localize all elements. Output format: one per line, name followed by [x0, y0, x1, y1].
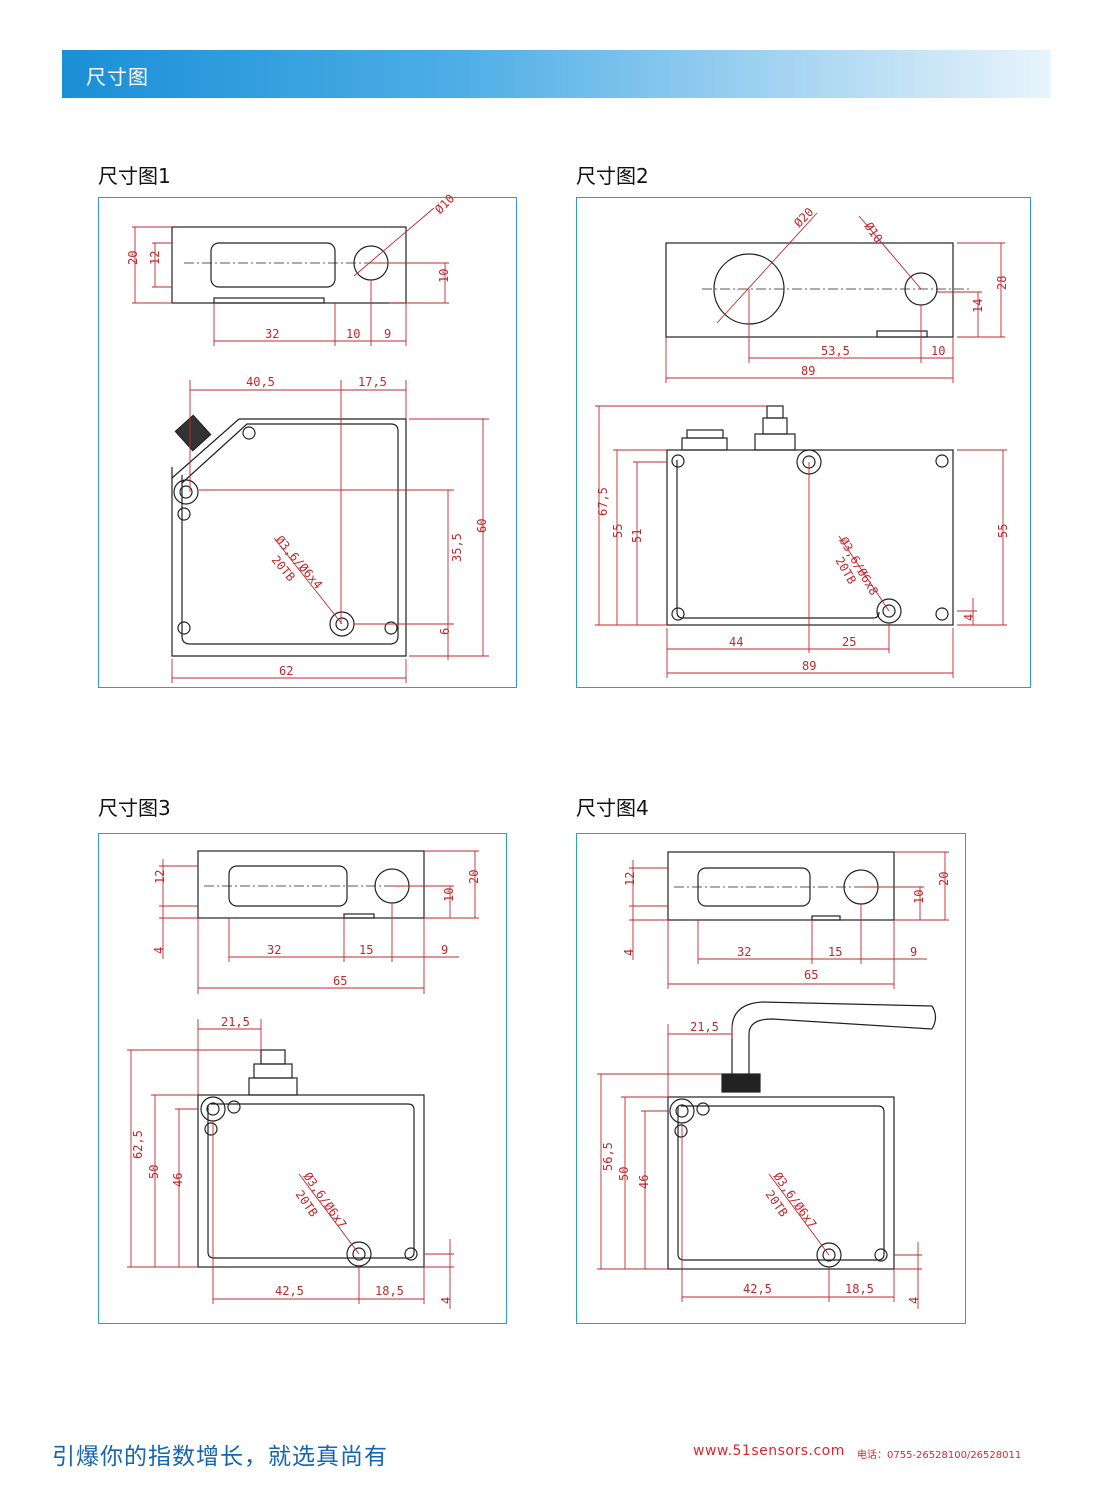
dim-label: 20 — [467, 870, 481, 884]
dim-label: 12 — [623, 872, 637, 886]
dim-label: 20 — [937, 872, 951, 886]
dim-label: 9 — [441, 943, 448, 957]
dim-label: 15 — [828, 945, 842, 959]
panel-4-title: 尺寸图4 — [576, 796, 649, 820]
dimension-drawing-2: Ø20 Ø10 28 14 53,5 10 89 67,5 55 51 55 4… — [595, 205, 1010, 678]
dim-label: 18,5 — [375, 1284, 404, 1298]
dim-label: 4 — [622, 949, 636, 956]
dim-label: 10 — [346, 327, 360, 341]
footer-phone: 电话：0755-26528100/26528011 — [857, 1450, 1022, 1461]
dim-label: 20 — [126, 251, 140, 265]
dim-label: 62 — [279, 664, 293, 678]
dim-label: 50 — [147, 1165, 161, 1179]
dim-label: 4 — [439, 1297, 453, 1304]
panel-1-title: 尺寸图1 — [98, 164, 171, 188]
dim-label: 55 — [611, 524, 625, 538]
dim-label: 46 — [171, 1173, 185, 1187]
panel-1-drawing: Ø10 20 12 10 32 10 9 40,5 17,5 35,5 60 6… — [98, 191, 517, 688]
dim-label: 53,5 — [821, 344, 850, 358]
dim-label: 89 — [802, 659, 816, 673]
section-title: 尺寸图 — [86, 65, 149, 89]
dim-label: 44 — [729, 635, 743, 649]
dim-label: 89 — [801, 364, 815, 378]
dim-label: 10 — [931, 344, 945, 358]
dim-label: 21,5 — [690, 1020, 719, 1034]
dim-label: 56,5 — [601, 1142, 615, 1171]
dim-label: 10 — [437, 269, 451, 283]
dim-label: 32 — [267, 943, 281, 957]
dim-label: Ø20 — [791, 205, 816, 230]
dim-label: 40,5 — [246, 375, 275, 389]
dim-label: 9 — [910, 945, 917, 959]
dim-label: 60 — [475, 519, 489, 533]
dim-label: 65 — [804, 968, 818, 982]
panel-3-drawing: 12 20 10 4 32 15 9 65 21,5 62,5 50 46 42… — [98, 833, 507, 1324]
dim-label: 21,5 — [221, 1015, 250, 1029]
dim-label: 18,5 — [845, 1282, 874, 1296]
dim-label: 10 — [442, 888, 456, 902]
footer-slogan: 引爆你的指数增长，就选真尚有 — [52, 1444, 388, 1470]
panel-2-title: 尺寸图2 — [576, 164, 649, 188]
dim-label: 4 — [907, 1297, 921, 1304]
dim-label: 65 — [333, 974, 347, 988]
panel-3-title: 尺寸图3 — [98, 796, 171, 820]
dim-label: 32 — [737, 945, 751, 959]
dim-label: 9 — [384, 327, 391, 341]
dim-label: 35,5 — [450, 533, 464, 562]
section-header-bar: 尺寸图 — [62, 50, 1051, 98]
dim-label: 67,5 — [596, 487, 610, 516]
dim-label: 62,5 — [131, 1130, 145, 1159]
dim-label: Ø10 — [432, 191, 457, 216]
dim-label: 14 — [971, 299, 985, 313]
dim-label: 4 — [962, 614, 976, 621]
dimension-drawing-4: 12 20 10 4 32 15 9 65 21,5 56,5 50 46 42… — [597, 851, 951, 1309]
panel-4-drawing: 12 20 10 4 32 15 9 65 21,5 56,5 50 46 42… — [576, 833, 966, 1324]
dim-label: 42,5 — [275, 1284, 304, 1298]
dim-label: 32 — [265, 327, 279, 341]
dim-label: 4 — [152, 947, 166, 954]
dim-label: 28 — [995, 276, 1009, 290]
dim-label: 12 — [153, 870, 167, 884]
dim-label: 15 — [359, 943, 373, 957]
dim-label: 25 — [842, 635, 856, 649]
dim-label: 51 — [630, 529, 644, 543]
dim-label: 42,5 — [743, 1282, 772, 1296]
dimension-drawing-3: 12 20 10 4 32 15 9 65 21,5 62,5 50 46 42… — [127, 850, 481, 1309]
dim-label: 17,5 — [358, 375, 387, 389]
panel-2-drawing: Ø20 Ø10 28 14 53,5 10 89 67,5 55 51 55 4… — [576, 197, 1031, 688]
dim-label: 6 — [438, 628, 452, 635]
dim-label: 55 — [996, 524, 1010, 538]
dim-label: 10 — [912, 890, 926, 904]
footer-website-link[interactable]: www.51sensors.com — [693, 1443, 845, 1459]
dim-label: 50 — [617, 1167, 631, 1181]
dim-label: 12 — [148, 251, 162, 265]
dim-label: 46 — [637, 1175, 651, 1189]
dimension-drawing-1: Ø10 20 12 10 32 10 9 40,5 17,5 35,5 60 6… — [126, 191, 489, 683]
